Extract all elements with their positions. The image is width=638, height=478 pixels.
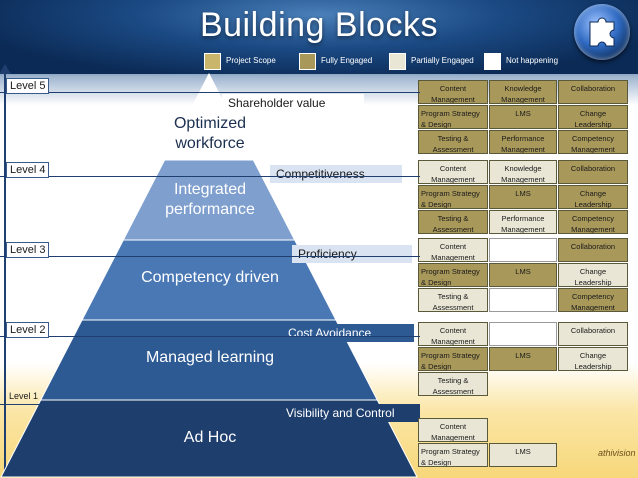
capability-cell: Content Management [418,160,488,184]
capability-cell: Competency Management [558,130,628,154]
capability-cell: Content Management [418,80,488,104]
level-axis [4,70,6,470]
tier-label-line: Managed learning [145,349,275,366]
value-banner: Cost Avoidance [282,324,414,342]
capability-cell: Testing & Assessment [418,210,488,234]
capability-cell: Change Leadership [558,105,628,129]
tier-label-line: Competency driven [141,269,279,286]
capability-cell: LMS [489,347,557,371]
capability-cell: Content Management [418,322,488,346]
legend-swatch [299,53,316,70]
level-divider [0,256,420,257]
capability-cell [489,238,557,262]
level-divider [0,92,420,93]
capability-cell: Program Strategy & Design [418,443,488,467]
axis-arrow-icon [0,64,11,74]
level-label: Level 1 [9,391,39,401]
header-band [0,0,638,74]
tier-label: Competency driven [110,268,310,288]
value-banner: Proficiency [292,245,412,263]
tier-label: Managed learning [110,348,310,368]
value-banner: Shareholder value [222,94,364,112]
capability-cell: Content Management [418,238,488,262]
value-banner: Visibility and Control [280,404,420,422]
value-banner: Competitiveness [270,165,402,183]
tier-label-line: workforce [175,135,245,152]
level-divider [0,176,420,177]
capability-cell: Testing & Assessment [418,130,488,154]
capability-cell: Change Leadership [558,263,628,287]
capability-cell: Program Strategy & Design [418,185,488,209]
capability-cell: LMS [489,443,557,467]
capability-cell: LMS [489,105,557,129]
slide-title: Building Blocks [199,6,439,44]
capability-cell: Knowledge Management [489,80,557,104]
capability-cell: Testing & Assessment [418,372,488,396]
capability-cell [489,322,557,346]
level-label: Level 3 [6,242,50,258]
level-divider [0,336,420,337]
capability-cell: LMS [489,263,557,287]
tier-label: Integrated performance [150,180,270,220]
capability-cell: Collaboration [558,160,628,184]
capability-cell: Collaboration [558,322,628,346]
brand-logo: athivision [598,448,636,458]
legend-label: Project Scope [226,56,276,65]
capability-cell: Collaboration [558,80,628,104]
capability-cell [489,288,557,312]
tier-label-line: Integrated [173,181,247,198]
capability-cell: Knowledge Management [489,160,557,184]
legend-label: Not happening [506,56,559,65]
legend-swatch [484,53,501,70]
tier-label: Optimized workforce [150,114,270,154]
legend-label: Fully Engaged [321,56,373,65]
capability-cell: Change Leadership [558,185,628,209]
capability-cell: Performance Management [489,130,557,154]
capability-cell: Content Management [418,418,488,442]
legend-swatch [204,53,221,70]
puzzle-logo-icon [574,4,630,60]
capability-cell: Change Leadership [558,347,628,371]
level-divider [0,404,420,405]
tier-label-line: Ad Hoc [183,429,237,446]
capability-cell: Program Strategy & Design [418,105,488,129]
capability-cell: LMS [489,185,557,209]
capability-cell: Performance Management [489,210,557,234]
tier-label-line: performance [165,201,255,218]
capability-cell: Collaboration [558,238,628,262]
legend-label: Partially Engaged [411,56,474,65]
capability-cell: Competency Management [558,288,628,312]
tier-label-line: Optimized [173,115,247,132]
tier-label: Ad Hoc [150,428,270,448]
capability-cell: Program Strategy & Design [418,263,488,287]
level-label: Level 5 [6,78,50,94]
capability-cell: Testing & Assessment [418,288,488,312]
level-label: Level 4 [6,162,50,178]
legend-swatch [389,53,406,70]
capability-cell: Competency Management [558,210,628,234]
level-label: Level 2 [6,322,50,338]
capability-cell: Program Strategy & Design [418,347,488,371]
